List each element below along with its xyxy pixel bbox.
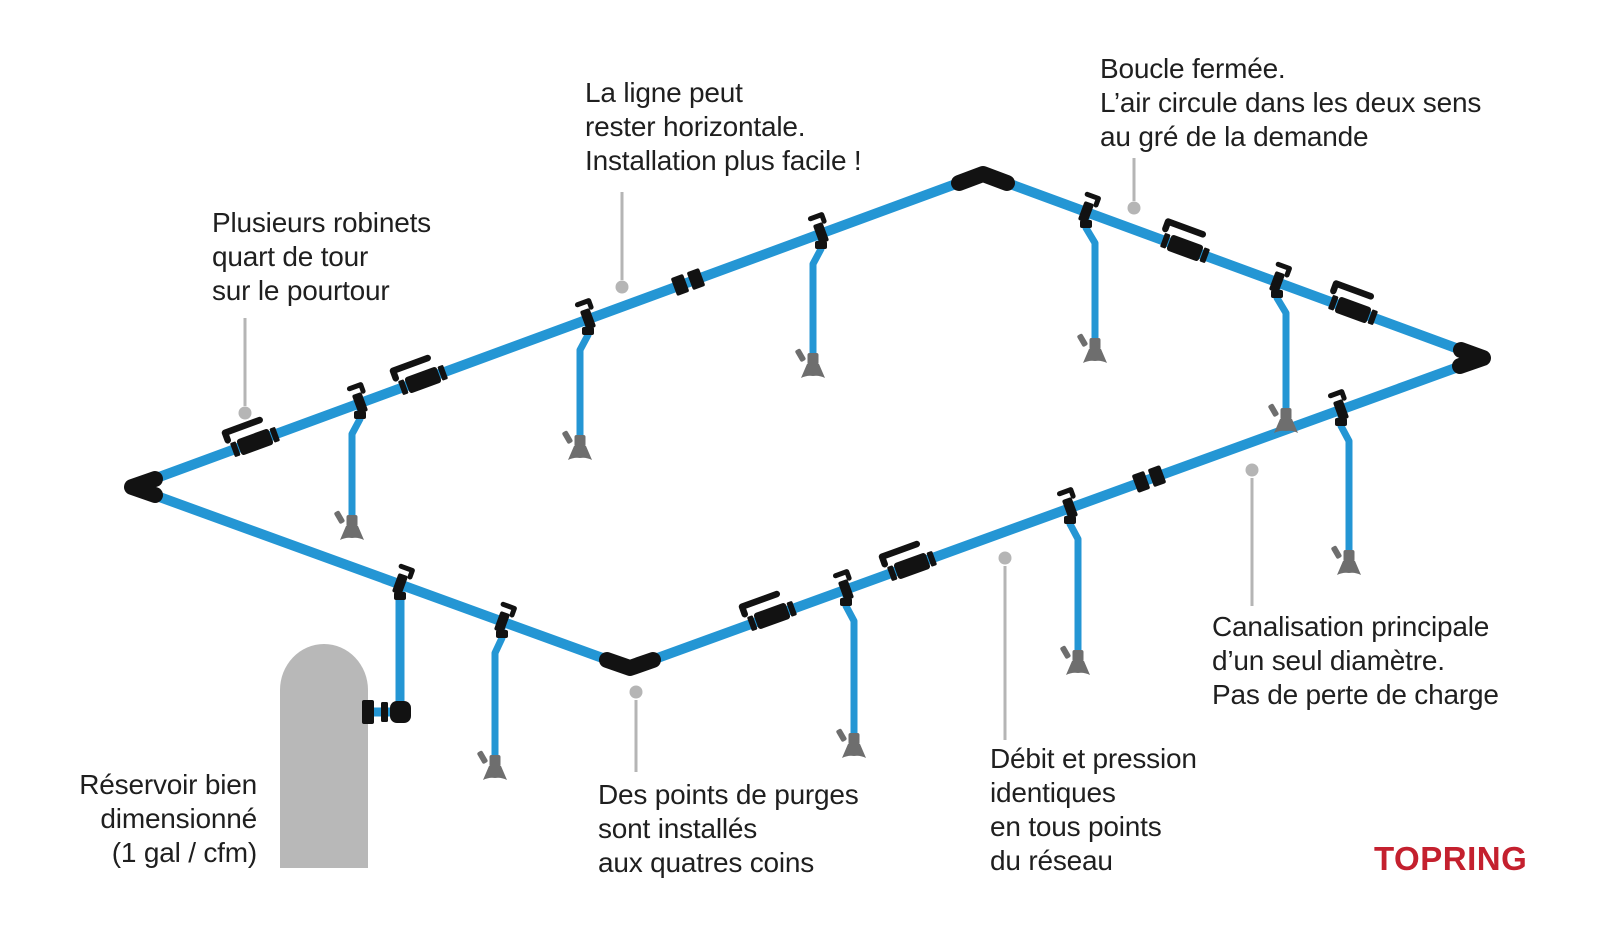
drop-collar [815, 241, 827, 249]
label-horizontal-line: La ligne peut rester horizontale. Instal… [585, 77, 862, 176]
drop-pipe [1066, 508, 1082, 652]
riser-elbow-fitting [390, 701, 411, 723]
elbow-fitting [599, 652, 661, 676]
drop-pipe [348, 403, 364, 517]
leader-dot [615, 280, 629, 294]
elbow-fitting [1452, 342, 1491, 374]
leader-dot [1245, 463, 1259, 477]
leader-lines [238, 158, 1259, 772]
drop-pipe [1337, 410, 1353, 552]
label-multiple-valves: Plusieurs robinets quart de tour sur le … [212, 207, 431, 306]
drop-collar [1271, 290, 1283, 298]
label-receiver: Réservoir bien dimensionné (1 gal / cfm) [79, 769, 257, 868]
drop-pipe [842, 590, 858, 735]
tank-body [280, 644, 368, 868]
leader-dot [1127, 201, 1141, 215]
drop-pipe [576, 319, 592, 437]
drop-collar [1335, 418, 1347, 426]
elbow-fitting [124, 471, 163, 503]
corner-elbows [124, 166, 1491, 676]
drop-collar [840, 598, 852, 606]
leader-dot [238, 406, 252, 420]
drop-pipe [1082, 212, 1099, 340]
drop-pipe [809, 233, 825, 355]
leader-dot [629, 685, 643, 699]
leader-dot [998, 551, 1012, 565]
drop-assemblies [333, 194, 1361, 780]
label-closed-loop: Boucle fermée. L’air circule dans les de… [1100, 53, 1482, 152]
ball-valve [1327, 284, 1382, 327]
drop-pipe [491, 622, 506, 757]
tank-port-fitting [362, 700, 374, 724]
drop-collar [582, 327, 594, 335]
drop-collar [496, 630, 508, 638]
drop-collar [354, 411, 366, 419]
riser-collar [394, 592, 406, 600]
tank-riser [362, 566, 412, 724]
topring-logo: TOPRING [1374, 840, 1528, 877]
elbow-fitting [951, 166, 1015, 191]
drop-pipe [1273, 282, 1290, 410]
ball-valve [1159, 222, 1214, 265]
label-main-pipe: Canalisation principale d’un seul diamèt… [1212, 611, 1499, 710]
drop-collar [1064, 516, 1076, 524]
drop-collar [1080, 220, 1092, 228]
label-drain-points: Des points de purges sont installés aux … [598, 779, 859, 878]
air-receiver-tank [280, 644, 368, 868]
label-flow-pressure: Débit et pression identiques en tous poi… [990, 743, 1197, 876]
coupling-ring [381, 702, 388, 722]
